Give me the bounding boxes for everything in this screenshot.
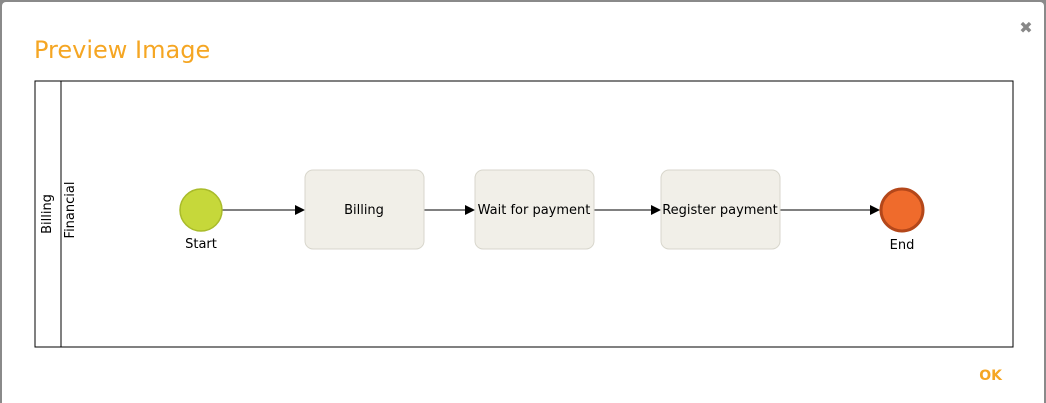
dialog-title: Preview Image <box>34 36 211 64</box>
task-register-payment[interactable] <box>660 169 781 250</box>
task-wait-label: Wait for payment <box>478 203 591 218</box>
end-label: End <box>890 238 915 253</box>
task-wait-for-payment[interactable] <box>474 169 595 250</box>
close-icon[interactable]: ✖ <box>1019 18 1033 37</box>
lane-label: Financial <box>63 182 78 239</box>
pool-label: Billing <box>40 194 55 234</box>
task-billing-label: Billing <box>344 203 384 218</box>
end-event[interactable] <box>879 187 925 233</box>
task-billing[interactable] <box>304 169 425 250</box>
start-event[interactable] <box>179 188 223 232</box>
ok-button[interactable]: OK <box>979 368 1002 384</box>
start-label: Start <box>185 237 217 252</box>
bpmn-diagram: Billing Financial Start Billing Wait for… <box>34 80 1014 348</box>
task-register-label: Register payment <box>662 203 778 218</box>
